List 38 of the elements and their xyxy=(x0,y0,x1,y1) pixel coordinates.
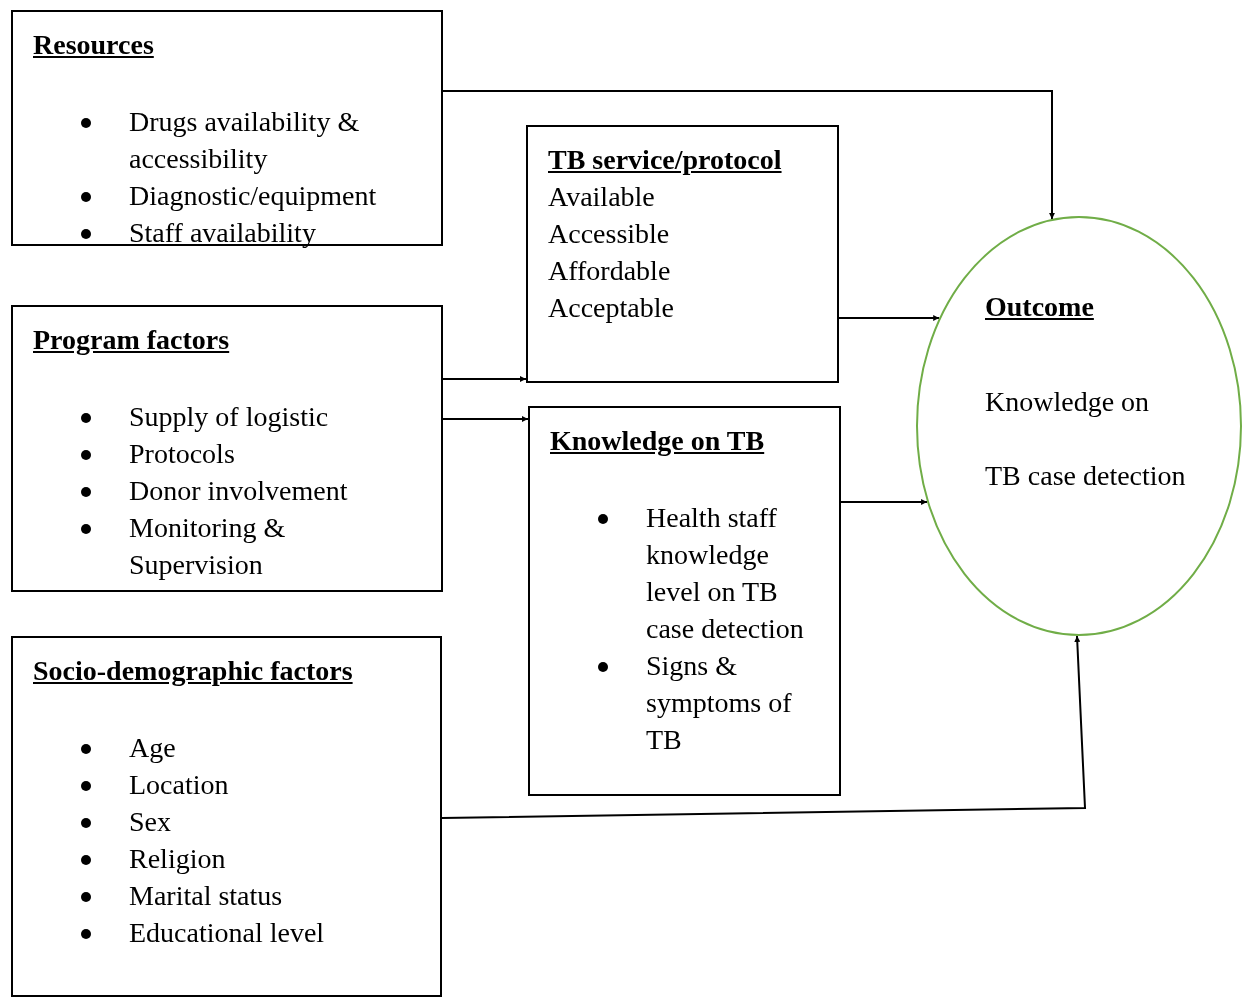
arrow xyxy=(442,90,1055,220)
arrow xyxy=(441,635,1087,819)
outcome-text: Knowledge on TB case detection xyxy=(985,385,1187,493)
resources-box xyxy=(11,10,443,246)
list-item: Signs & symptoms of TB xyxy=(646,649,793,757)
list-item: Donor involvement xyxy=(129,474,349,508)
list-item: Affordable xyxy=(548,254,672,288)
list-item: Health staff knowledge level on TB case detection xyxy=(646,501,805,646)
list-item: Religion xyxy=(129,842,227,876)
knowledge-box xyxy=(528,406,841,796)
heading: Knowledge on TB xyxy=(550,424,765,458)
list-item: Acceptable xyxy=(548,291,675,325)
program-factors-box xyxy=(11,305,443,592)
heading: Outcome xyxy=(985,290,1094,324)
socio-demographic-box xyxy=(11,636,442,997)
list-item: Diagnostic/equipment xyxy=(129,179,378,213)
service-box xyxy=(526,125,839,383)
list-item: Marital status xyxy=(129,879,284,913)
list-item: Educational level xyxy=(129,916,326,950)
list-item: Drugs availability & accessibility xyxy=(129,105,361,176)
list-item: Monitoring & Supervision xyxy=(129,511,287,582)
outcome-ellipse xyxy=(916,216,1242,636)
list-item: Sex xyxy=(129,805,172,839)
arrow xyxy=(442,416,529,422)
list-item: Accessible xyxy=(548,217,671,251)
arrow xyxy=(838,315,941,321)
list-item: Available xyxy=(548,180,656,214)
list-item: Staff availability xyxy=(129,216,317,250)
list-item: Location xyxy=(129,768,230,802)
heading: Socio-demographic factors xyxy=(33,654,353,688)
list-item: Age xyxy=(129,731,177,765)
heading: Program factors xyxy=(33,323,230,357)
arrow xyxy=(840,499,929,505)
heading: TB service/protocol xyxy=(548,143,782,177)
arrow xyxy=(442,376,527,382)
heading: Resources xyxy=(33,28,154,62)
list-item: Supply of logistic xyxy=(129,400,330,434)
list-item: Protocols xyxy=(129,437,236,471)
